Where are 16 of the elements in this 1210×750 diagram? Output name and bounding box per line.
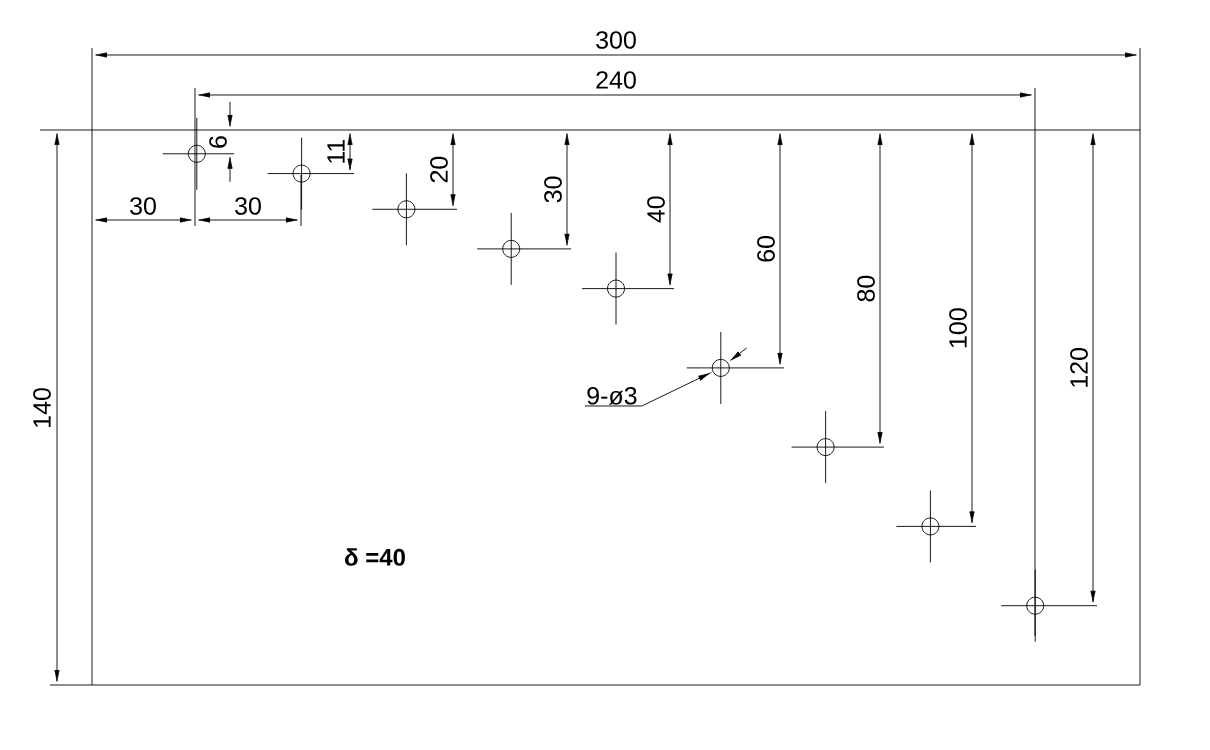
dimension-text: 100	[949, 308, 967, 348]
dimension-text: 30	[235, 197, 261, 215]
dimension-text: 40	[647, 196, 665, 223]
dimension-text: 30	[130, 197, 156, 215]
dimension-text: 30	[544, 176, 562, 203]
dimension-text: 120	[1070, 348, 1088, 387]
dimension-text: 80	[857, 275, 875, 302]
thickness-note: δ =40	[345, 548, 405, 566]
dimension-text: 300	[596, 31, 636, 49]
hole-symbol	[711, 358, 730, 377]
dimension-text: 60	[757, 236, 775, 262]
dimension-text: 6	[209, 136, 227, 148]
dimension-text: 140	[33, 388, 51, 427]
dimension-text: 11	[327, 140, 345, 163]
dimension-text: 20	[430, 156, 448, 183]
dimension-text: 240	[596, 71, 636, 89]
